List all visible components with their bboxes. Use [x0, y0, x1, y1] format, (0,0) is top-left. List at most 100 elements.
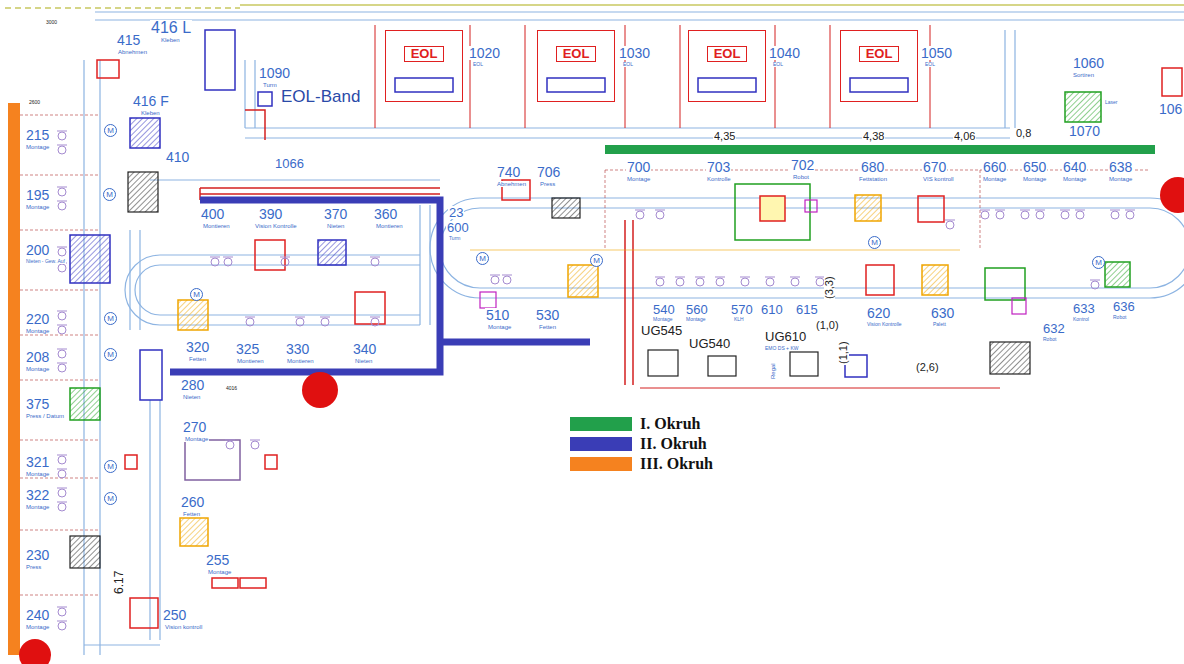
workplace-chair [58, 202, 66, 210]
station-box: EOL [537, 30, 615, 102]
station-label: Montage [207, 569, 232, 575]
workplace-chair [656, 211, 664, 219]
machine-yellow [922, 265, 948, 295]
zone-band [8, 103, 20, 655]
station-label: 640 [1062, 160, 1087, 174]
workplace-chair [57, 187, 67, 188]
partition-line [625, 220, 633, 385]
station-label: 702 [790, 158, 815, 172]
station-label: 1030 [618, 46, 651, 60]
workplace-chair [58, 622, 66, 630]
dimension-label: 2600 [28, 100, 41, 105]
conveyor-track [245, 128, 1010, 138]
station-label: 540 [652, 303, 676, 316]
station-label: 270 [182, 420, 207, 434]
workplace-chair [245, 317, 255, 318]
machine-red [265, 455, 277, 469]
conveyor-track [130, 230, 140, 330]
station-label: 370 [323, 207, 348, 221]
station-label: Montage [1108, 176, 1133, 182]
workplace-chair [58, 489, 66, 497]
workplace-chair [981, 211, 989, 219]
workplace-chair [370, 317, 380, 318]
workplace-chair [281, 258, 289, 266]
station-title: EOL [556, 46, 597, 62]
workplace-chair [765, 277, 775, 286]
workplace-chair [57, 607, 67, 616]
workplace-chair [58, 470, 66, 478]
workplace-chair [57, 455, 67, 464]
workplace-chair [57, 488, 67, 497]
dimension-label: (1,0) [815, 320, 840, 331]
machine-blue [70, 235, 110, 283]
workplace-chair [676, 278, 684, 286]
station-label: Montage [25, 504, 50, 510]
machine-black [552, 198, 580, 218]
workplace-chair [57, 247, 67, 256]
workplace-chair [57, 311, 67, 312]
legend-text: I. Okruh [640, 415, 700, 433]
station-box: EOL [688, 30, 766, 102]
workplace-chair [57, 349, 67, 350]
conveyor-track [95, 12, 1184, 20]
workplace-chair [635, 210, 645, 211]
machine-black [70, 536, 100, 568]
dimension-label: 3000 [45, 20, 58, 25]
station-label: Montage [652, 317, 673, 322]
motor-symbol: M [590, 254, 603, 267]
station-label: Press [539, 181, 556, 187]
machine-blue [185, 440, 240, 480]
workplace-chair [490, 275, 500, 284]
machine-yellow [568, 265, 598, 297]
station-label: KLH [733, 317, 745, 322]
workplace-chair [655, 210, 665, 211]
machine-red [130, 598, 158, 628]
station-label: Sortiren [1072, 72, 1095, 78]
station-label: 560 [685, 303, 709, 316]
workplace-chair [58, 188, 66, 196]
machine-red [97, 60, 1182, 628]
station-title: EOL [404, 46, 445, 62]
workplace-chair [57, 131, 67, 140]
workplace-chair [57, 325, 67, 326]
machine-black [990, 342, 1030, 374]
workplace-chair [57, 363, 67, 364]
workplace-chair [58, 248, 66, 256]
workplace-chair [491, 276, 499, 284]
station-label: Montage [25, 471, 50, 477]
station-label: VIS kontroll [922, 176, 955, 182]
conveyor-track [84, 400, 160, 645]
station-label: 660 [982, 160, 1007, 174]
workplace-chair [280, 257, 290, 266]
station-label: Montieren [202, 223, 231, 229]
workplace-chair [58, 312, 66, 320]
legend: I. OkruhII. OkruhIII. Okruh [570, 414, 713, 474]
station-label: 106 [1158, 102, 1183, 116]
workplace-chair [320, 317, 330, 326]
station-label: Fetten [182, 511, 201, 517]
dimension-label: 4,38 [862, 131, 885, 142]
workplace-chair [490, 275, 500, 276]
dimension-label: UG540 [688, 337, 731, 350]
station-label: Robot [792, 174, 810, 180]
workplace-chair [980, 210, 990, 211]
station-label: Montage [1062, 176, 1087, 182]
station-label: 23 [448, 206, 464, 219]
machine-black [790, 352, 818, 376]
workplace-chair [58, 503, 66, 511]
workplace-chair [246, 318, 254, 326]
workplace-chair [57, 502, 67, 511]
station-label: Turm [262, 82, 278, 88]
machine-red [355, 292, 385, 324]
conveyor-track [245, 60, 255, 128]
station-label: Nieten [182, 394, 201, 400]
workplace-chair [765, 277, 775, 278]
workplace-chair [57, 131, 67, 132]
workplace-chair [245, 317, 255, 326]
workplace-chair [371, 318, 379, 326]
station-label: 633 [1072, 302, 1096, 315]
motor-symbol: M [104, 348, 117, 361]
legend-row: II. Okruh [570, 434, 713, 454]
station-title: EOL [707, 46, 748, 62]
